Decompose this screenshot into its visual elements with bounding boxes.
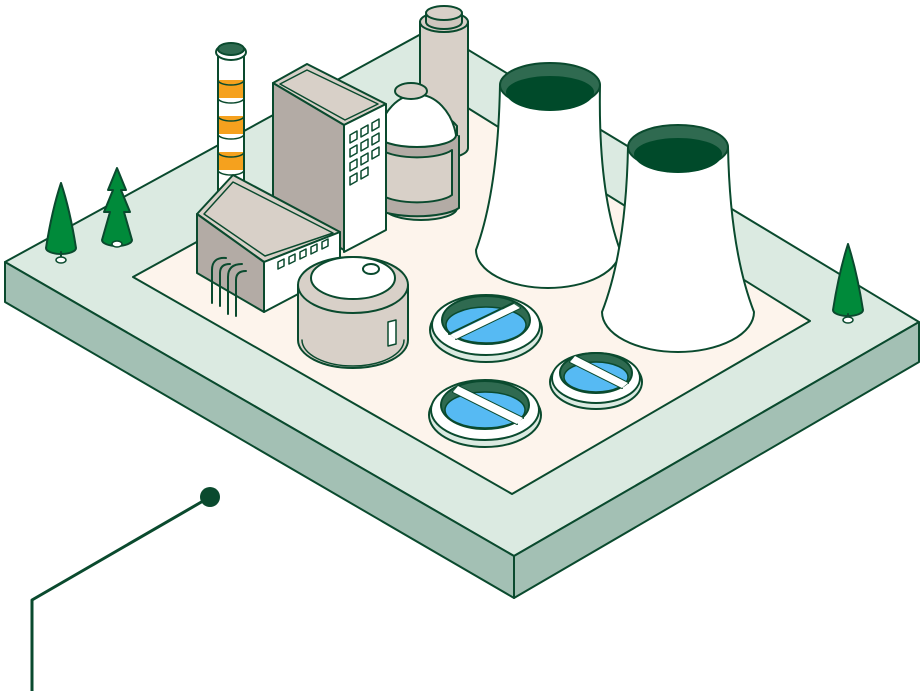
tree <box>101 167 133 248</box>
water-basin <box>428 379 542 448</box>
platform-side-right <box>513 321 920 599</box>
callout-leader-line <box>30 487 220 691</box>
round-tank <box>297 256 409 369</box>
stack-band <box>219 116 243 134</box>
stack-band <box>219 80 243 98</box>
water-basin <box>549 352 643 410</box>
callout-dot <box>200 487 220 507</box>
stack-band <box>219 152 243 170</box>
reactor-dome <box>374 82 460 221</box>
pipes <box>211 256 247 317</box>
water-basin <box>429 294 543 363</box>
cooling-tower-left <box>475 62 621 289</box>
cooling-tower-right <box>601 124 755 353</box>
low-building <box>196 174 341 317</box>
tree <box>832 243 864 324</box>
window-row <box>277 238 329 270</box>
tree <box>45 182 77 264</box>
window-grid <box>349 118 380 186</box>
